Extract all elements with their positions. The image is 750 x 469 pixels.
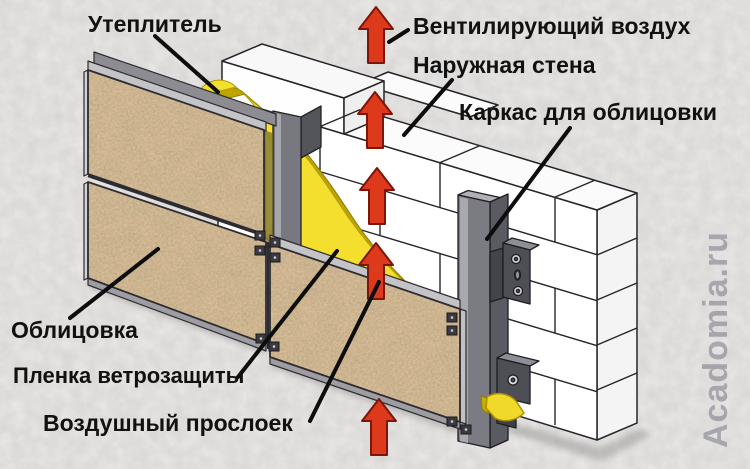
cladding-panels	[88, 70, 460, 422]
pointer-lines	[68, 28, 572, 423]
panel-edges	[83, 51, 467, 430]
insulation-wedge	[480, 392, 525, 422]
pointer-ventilating-air	[387, 28, 410, 44]
pointer-outer-wall	[402, 78, 454, 137]
label-outer-wall: Наружная стена	[413, 52, 596, 78]
label-wind-film: Пленка ветрозащиты	[13, 363, 245, 388]
panel-clips	[254, 230, 472, 435]
frame-left-profile	[272, 105, 322, 255]
pointer-cladding	[68, 247, 160, 320]
label-insulation: Утеплитель	[88, 11, 222, 37]
label-cladding: Облицовка	[11, 317, 138, 343]
label-ventilating-air: Вентилирующий воздух	[413, 13, 691, 39]
pointer-wind-film	[236, 249, 339, 379]
pointer-air-gap	[308, 280, 381, 423]
label-cladding-frame: Каркас для облицовки	[459, 99, 718, 125]
watermark: Acadomia.ru	[697, 231, 735, 448]
pointer-cladding-frame	[485, 126, 572, 241]
wall-bracket-upper	[489, 237, 540, 305]
pointer-insulation	[153, 34, 220, 94]
label-air-gap: Воздушный прослоек	[43, 410, 293, 436]
